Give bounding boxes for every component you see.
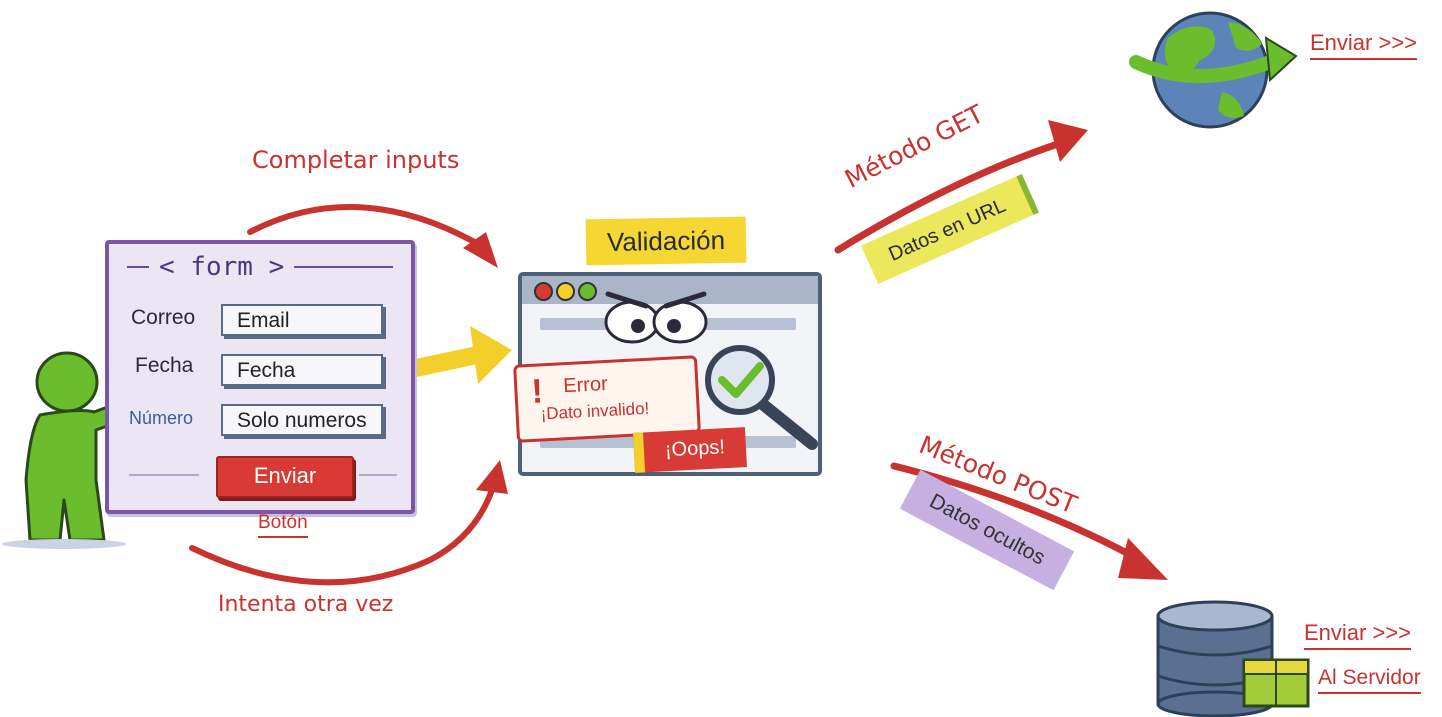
browser-window (518, 272, 822, 476)
minimize-dot-icon (556, 282, 575, 301)
html-form: < form > Correo Email Fecha Fecha Número… (105, 240, 415, 514)
number-field[interactable]: Solo numeros (221, 404, 383, 436)
server-label: Al Servidor (1318, 666, 1421, 694)
validation-title: Validación (585, 216, 747, 266)
submit-arrowhead (470, 326, 512, 384)
post-send-link[interactable]: Enviar >>> (1304, 620, 1412, 650)
browser-face-svg (604, 291, 818, 450)
field-label-correo: Correo (131, 306, 196, 329)
retry-arrowhead (476, 460, 508, 494)
form-divider-left (129, 474, 199, 476)
retry-label: Intenta otra vez (218, 592, 394, 617)
oops-badge: ¡Oops! (633, 427, 747, 473)
close-dot-icon (534, 282, 553, 301)
person-figure (2, 351, 142, 549)
field-label-numero: Número (129, 408, 194, 428)
complete-inputs-arrow (247, 204, 488, 251)
magnifier-check-icon (705, 345, 818, 450)
maximize-dot-icon (578, 282, 597, 301)
submit-arrow (407, 345, 491, 377)
get-arrowhead (1048, 120, 1088, 162)
form-tag: < form > (149, 252, 295, 282)
date-field[interactable]: Fecha (221, 354, 383, 386)
email-field[interactable]: Email (221, 304, 383, 336)
angry-eyes-icon (604, 291, 708, 344)
complete-inputs-arrowhead (463, 232, 498, 268)
complete-inputs-label: Completar inputs (252, 146, 460, 174)
send-button[interactable]: Enviar (216, 456, 354, 498)
globe-icon (1129, 11, 1298, 129)
get-send-link[interactable]: Enviar >>> (1310, 30, 1418, 60)
post-arrowhead (1118, 538, 1168, 580)
error-title: Error (562, 372, 609, 398)
form-divider-right (359, 474, 397, 476)
database-icon (1156, 600, 1310, 717)
error-note: ! Error ¡Dato invalido! (513, 355, 701, 443)
field-label-fecha: Fecha (135, 354, 194, 377)
retry-arrow (189, 481, 497, 586)
button-caption: Botón (258, 512, 308, 538)
get-arrow (834, 136, 1074, 254)
error-message: ¡Dato invalido! (540, 398, 650, 424)
